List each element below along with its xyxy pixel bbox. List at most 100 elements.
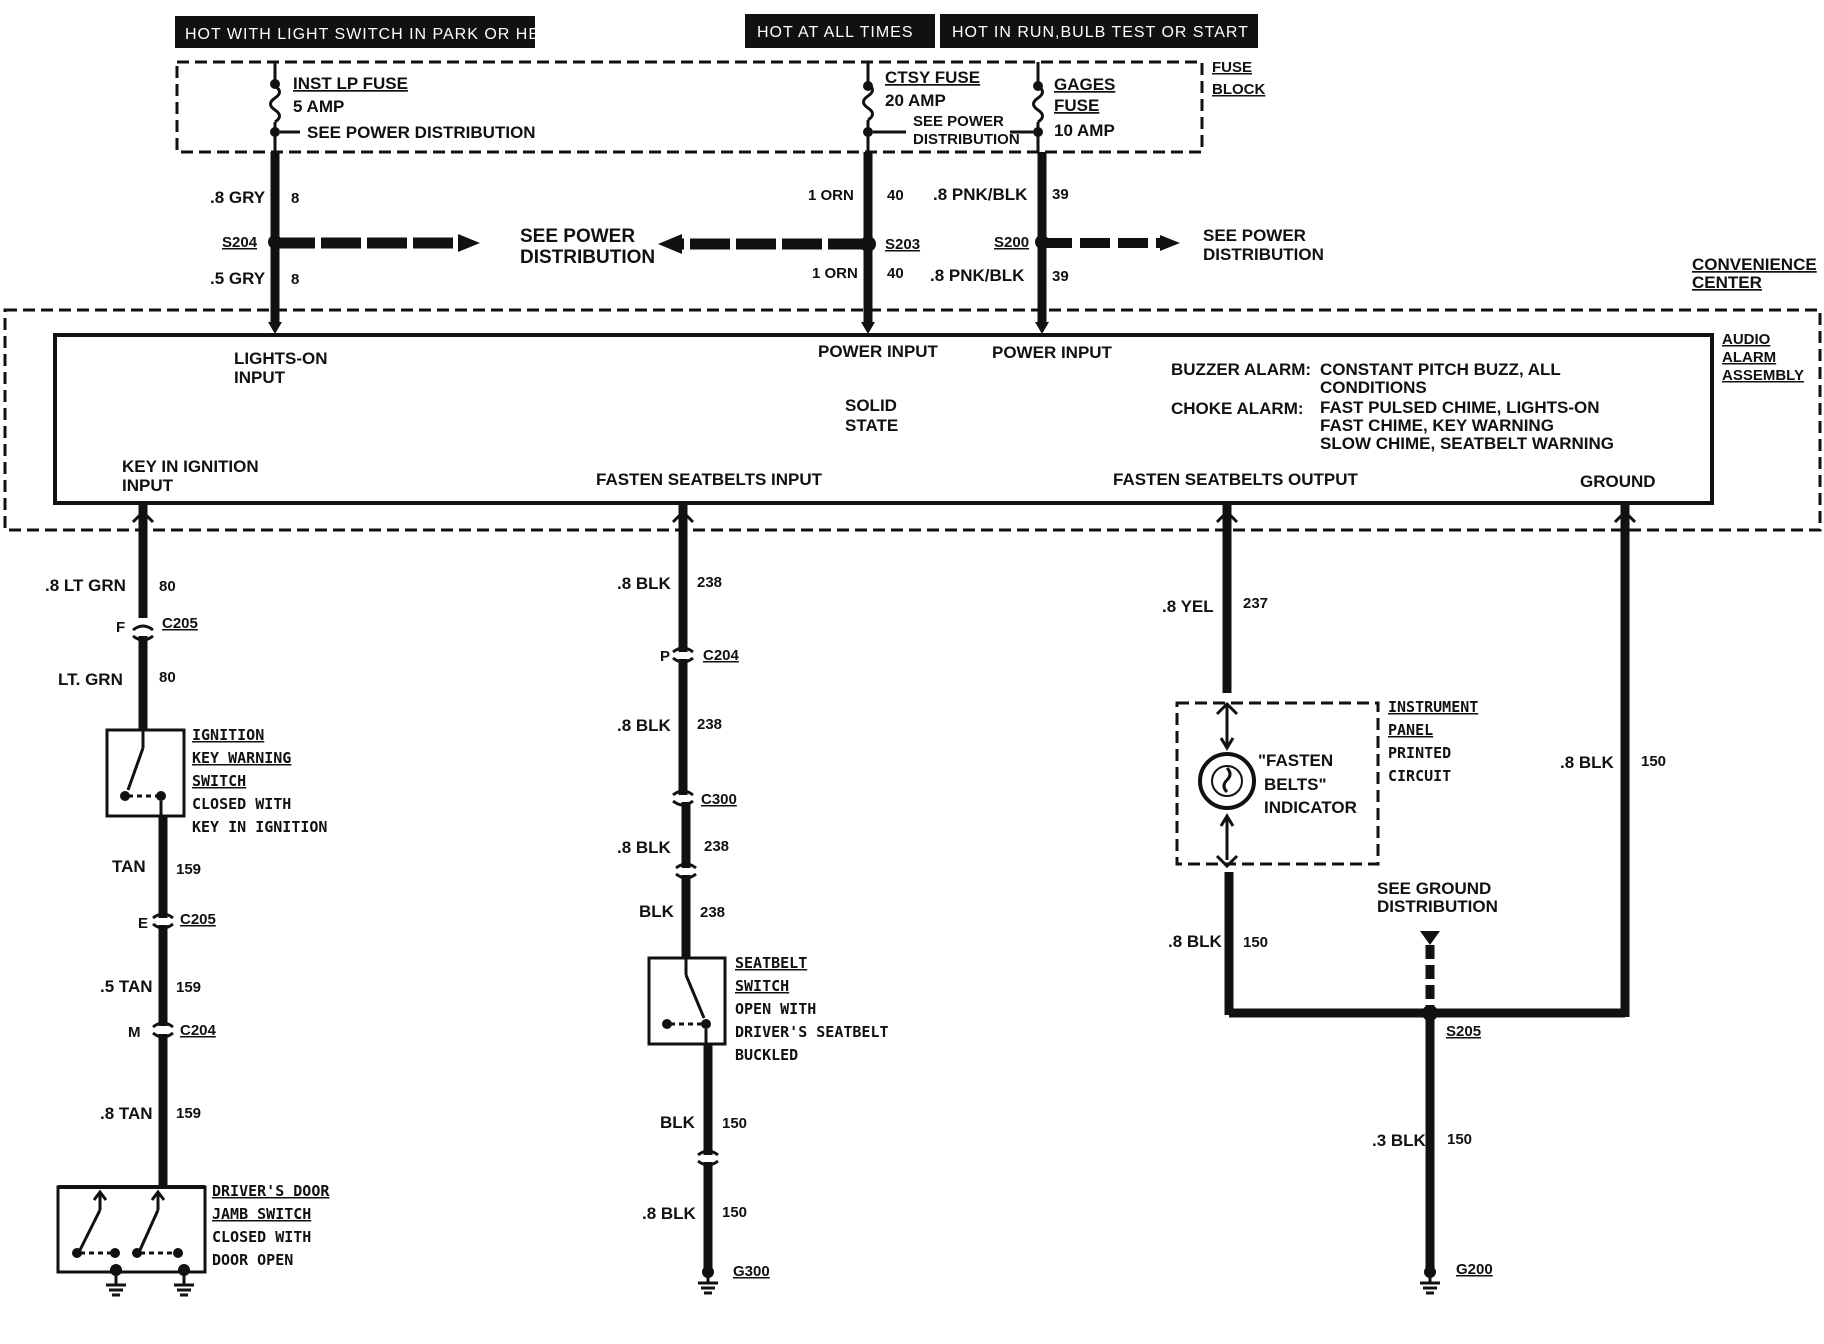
- label-col3-w1: .8 YEL: [1162, 597, 1214, 616]
- instrument-panel-label: INSTRUMENT: [1388, 698, 1478, 716]
- buzzer-alarm-value: CONSTANT PITCH BUZZ, ALL: [1320, 360, 1561, 379]
- label-orn-bot-num: 40: [887, 265, 904, 282]
- label-col2-w5: BLK: [660, 1113, 696, 1132]
- label-col1-w2n: 80: [159, 669, 176, 686]
- label-orn-bot: 1 ORN: [812, 265, 858, 282]
- door-switch-label-4: DOOR OPEN: [212, 1251, 293, 1269]
- chime-alarm-label: CHOKE ALARM:: [1171, 399, 1304, 418]
- door-switch-label-2: JAMB SWITCH: [212, 1205, 311, 1223]
- fuse-block-box: [175, 60, 1204, 154]
- label-gry-top-num: 8: [291, 190, 299, 207]
- fuse-symbol-icon: [862, 82, 874, 122]
- label-gry-top: .8 GRY: [210, 188, 266, 207]
- label-col1-w3: TAN: [112, 857, 146, 876]
- label-col3-w2: .8 BLK: [1168, 932, 1223, 951]
- header-run-bulb-text: HOT IN RUN,BULB TEST OR START: [952, 24, 1249, 41]
- ctsy-fuse-name: CTSY FUSE: [885, 68, 980, 87]
- gages-fuse: GAGES FUSE 10 AMP: [1010, 62, 1115, 152]
- power-input-label: POWER INPUT: [818, 342, 939, 361]
- label-s200: S200: [994, 234, 1029, 251]
- ground-icon: [1420, 1274, 1440, 1295]
- fuse-symbol-icon: [1032, 84, 1044, 124]
- label-pnk-top-num: 39: [1052, 186, 1069, 203]
- label-col2-w3: .8 BLK: [617, 838, 672, 857]
- label-col2-c204: C204: [703, 647, 740, 664]
- label-pnk-bot: .8 PNK/BLK: [930, 266, 1025, 285]
- ignition-switch-label-3: SWITCH: [192, 772, 246, 790]
- connector-c205-icon: [132, 624, 154, 642]
- arrow-right-icon: [1160, 235, 1180, 251]
- label-col2-w5n: 150: [722, 1115, 747, 1132]
- label-pnk-bot-num: 39: [1052, 268, 1069, 285]
- solid-state-module: [53, 333, 1714, 505]
- header-park-head-text: HOT WITH LIGHT SWITCH IN PARK OR HEAD: [185, 26, 564, 43]
- header-park-head: HOT WITH LIGHT SWITCH IN PARK OR HEAD: [175, 16, 564, 48]
- label-col1-w1n: 80: [159, 578, 176, 595]
- label-s203: S203: [885, 236, 920, 253]
- solid-state-label: SOLID: [845, 396, 897, 415]
- label-s205: S205: [1446, 1023, 1481, 1040]
- arrow-left-icon: [658, 234, 682, 254]
- convenience-center-label: CONVENIENCE: [1692, 255, 1817, 274]
- instrument-panel-label-4: CIRCUIT: [1388, 767, 1451, 785]
- ctsy-see-power-2: DISTRIBUTION: [913, 131, 1020, 148]
- see-power-right: SEE POWER: [1203, 226, 1306, 245]
- inst-lp-fuse: INST LP FUSE 5 AMP SEE POWER DISTRIBUTIO…: [269, 62, 536, 152]
- ground-icon: [698, 1274, 718, 1295]
- header-run-bulb: HOT IN RUN,BULB TEST OR START: [940, 14, 1258, 48]
- label-col1-w4: .5 TAN: [100, 977, 153, 996]
- label-col3-w1n: 237: [1243, 595, 1268, 612]
- convenience-center-box: [3, 308, 1822, 532]
- seatbelt-switch-label-5: BUCKLED: [735, 1046, 798, 1064]
- indicator-label: "FASTEN: [1258, 751, 1333, 770]
- column-fasten-belts: .8 YEL 237 "FASTEN BELTS" INDICATOR INST…: [1162, 505, 1625, 1295]
- label-col2-c204-pin: P: [660, 648, 670, 665]
- label-c205b: C205: [180, 911, 216, 928]
- fuse-block-label: FUSE: [1212, 59, 1252, 76]
- convenience-center-label-2: CENTER: [1692, 273, 1762, 292]
- see-power-right-2: DISTRIBUTION: [1203, 245, 1324, 264]
- seatbelt-switch-label-2: SWITCH: [735, 977, 789, 995]
- solid-state-label-2: STATE: [845, 416, 898, 435]
- label-col1-w5n: 159: [176, 1105, 201, 1122]
- label-col4-w1n: 150: [1641, 753, 1666, 770]
- arrow-right-icon: [458, 234, 480, 252]
- buzzer-alarm-value-2: CONDITIONS: [1320, 378, 1427, 397]
- lights-on-input-label: LIGHTS-ON: [234, 349, 328, 368]
- inst-lp-fuse-name: INST LP FUSE: [293, 74, 408, 93]
- label-col2-w6n: 150: [722, 1204, 747, 1221]
- label-col2-w6: .8 BLK: [642, 1204, 697, 1223]
- label-c300: C300: [701, 791, 737, 808]
- label-col3-w3n: 150: [1447, 1131, 1472, 1148]
- label-c205-pin: F: [116, 619, 125, 636]
- label-col3-w3: .3 BLK: [1372, 1131, 1427, 1150]
- gages-fuse-name-2: FUSE: [1054, 96, 1099, 115]
- see-ground-label-2: DISTRIBUTION: [1377, 897, 1498, 916]
- ignition-switch-label-2: KEY WARNING: [192, 749, 291, 767]
- label-gry-bot: .5 GRY: [210, 269, 266, 288]
- inst-lp-see-power: SEE POWER DISTRIBUTION: [307, 123, 536, 142]
- column-ground: .8 BLK 150: [1560, 505, 1666, 1017]
- label-c204: C204: [180, 1022, 217, 1039]
- key-in-ignition-label: KEY IN IGNITION: [122, 457, 259, 476]
- label-g300: G300: [733, 1263, 770, 1280]
- ignition-switch-label-5: KEY IN IGNITION: [192, 818, 327, 836]
- label-g200: G200: [1456, 1261, 1493, 1278]
- label-col2-w2n: 238: [697, 716, 722, 733]
- column-key-door: .8 LT GRN 80 F C205 LT. GRN 80 IGNITION …: [45, 505, 330, 1297]
- indicator-label-3: INDICATOR: [1264, 798, 1357, 817]
- header-all-times-text: HOT AT ALL TIMES: [757, 24, 914, 41]
- power-input-label-2: POWER INPUT: [992, 343, 1113, 362]
- indicator-label-2: BELTS": [1264, 775, 1327, 794]
- ctsy-fuse: CTSY FUSE 20 AMP SEE POWER DISTRIBUTION: [862, 62, 1020, 152]
- label-orn-top-num: 40: [887, 187, 904, 204]
- label-col2-w1: .8 BLK: [617, 574, 672, 593]
- gages-fuse-name: GAGES: [1054, 75, 1115, 94]
- label-col1-w3n: 159: [176, 861, 201, 878]
- instrument-panel-label-2: PANEL: [1388, 721, 1433, 739]
- label-pnk-top: .8 PNK/BLK: [933, 185, 1028, 204]
- chime-alarm-value-3: SLOW CHIME, SEATBELT WARNING: [1320, 434, 1614, 453]
- ctsy-see-power: SEE POWER: [913, 113, 1004, 130]
- audio-alarm-label-2: ALARM: [1722, 349, 1776, 366]
- audio-alarm-label: AUDIO: [1722, 331, 1771, 348]
